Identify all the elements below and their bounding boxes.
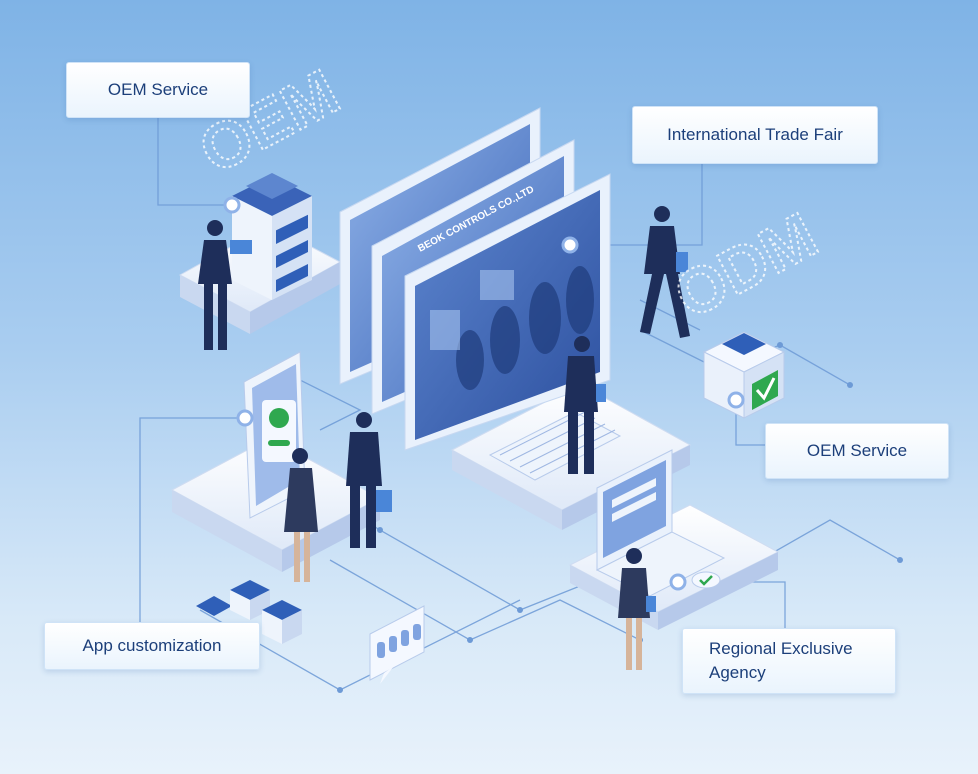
connector-rings — [223, 196, 745, 591]
label-oem-service-right: OEM Service — [765, 423, 949, 479]
small-cubes — [196, 580, 302, 644]
businessman-handshake — [346, 412, 392, 548]
businesswoman-laptop — [618, 548, 656, 670]
label-text: App customization — [82, 636, 222, 655]
approve-badge — [691, 571, 721, 589]
label-text-line1: Regional Exclusive — [709, 639, 853, 658]
label-regional-exclusive-agency: Regional Exclusive Agency — [682, 628, 896, 694]
label-oem-service-top: OEM Service — [66, 62, 250, 118]
label-app-customization: App customization — [44, 622, 260, 670]
label-text: OEM Service — [806, 441, 908, 460]
businessman-walking — [640, 206, 690, 338]
label-text: OEM Service — [107, 80, 209, 99]
chat-bubble-icon — [369, 605, 425, 684]
label-text-line2: Agency — [709, 663, 766, 682]
label-text: International Trade Fair — [667, 125, 843, 144]
label-international-trade-fair: International Trade Fair — [632, 106, 878, 164]
businessman-screen — [564, 336, 606, 474]
watermark-odm: ODM — [663, 199, 829, 333]
check-cube — [702, 331, 786, 419]
businessman-server — [198, 220, 252, 350]
server-stack — [232, 173, 312, 300]
trade-fair-screens — [339, 107, 611, 451]
businesswoman-handshake — [284, 448, 318, 582]
